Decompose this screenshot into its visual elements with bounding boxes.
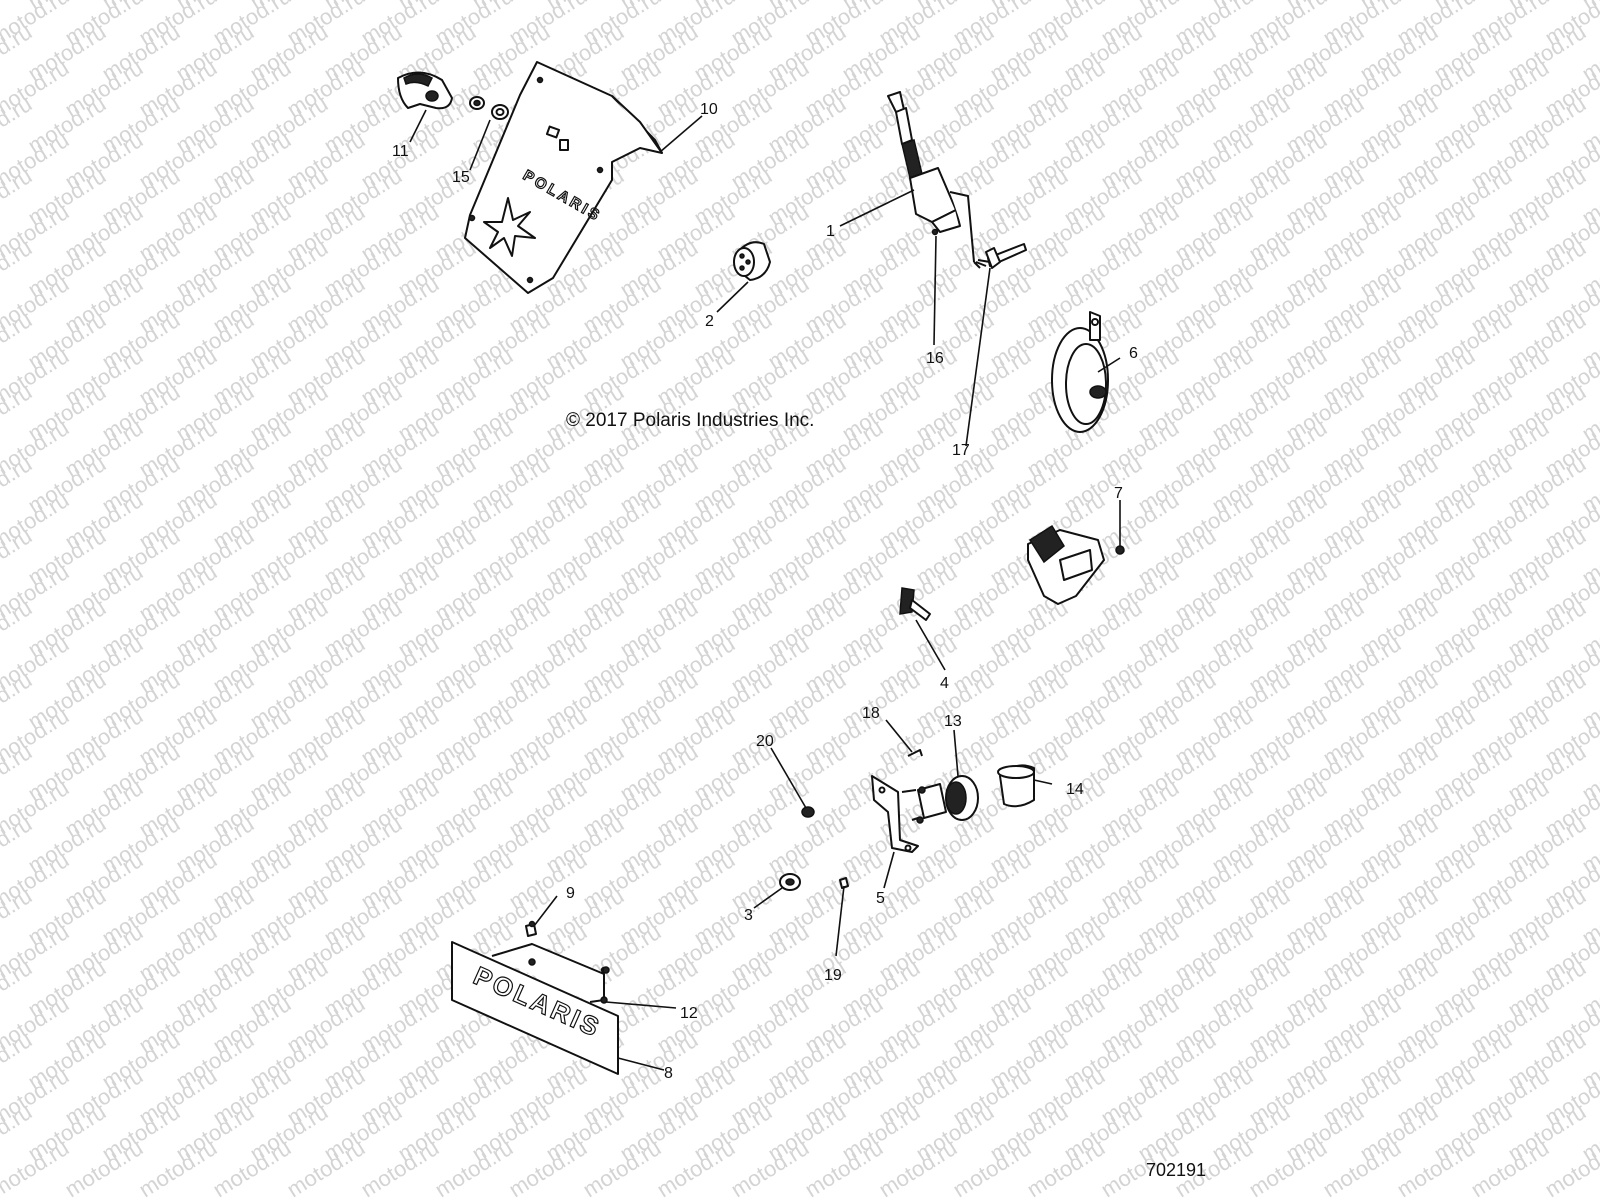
callout-3: 3 <box>744 907 753 924</box>
callout-17: 17 <box>952 442 970 459</box>
callout-14: 14 <box>1066 781 1084 798</box>
callout-12: 12 <box>680 1005 698 1022</box>
figure-number: 702191 <box>1146 1160 1206 1180</box>
callout-16: 16 <box>926 350 944 367</box>
callout-13: 13 <box>944 713 962 730</box>
callout-10: 10 <box>700 101 718 118</box>
copyright-text: © 2017 Polaris Industries Inc. <box>566 410 814 431</box>
washer-part-15 <box>469 96 509 120</box>
callout-20: 20 <box>756 733 774 750</box>
callout-15: 15 <box>452 169 470 186</box>
screw-part-12 <box>602 966 610 974</box>
callout-6: 6 <box>1129 345 1138 362</box>
callout-8: 8 <box>664 1065 673 1082</box>
callout-18: 18 <box>862 705 880 722</box>
nut-part-20 <box>801 806 815 818</box>
switch-knob-part <box>397 71 453 110</box>
callout-2: 2 <box>705 313 714 330</box>
callout-19: 19 <box>824 967 842 984</box>
screw-part-16 <box>931 228 939 236</box>
callout-5: 5 <box>876 890 885 907</box>
callout-4: 4 <box>940 675 949 692</box>
screw-part-9 <box>525 920 537 937</box>
callout-1: 1 <box>826 223 835 240</box>
grommet-part-3 <box>779 873 801 891</box>
callout-11: 11 <box>392 143 409 160</box>
ring-part-14 <box>997 764 1035 808</box>
callout-9: 9 <box>566 885 575 902</box>
callout-7: 7 <box>1114 485 1123 502</box>
